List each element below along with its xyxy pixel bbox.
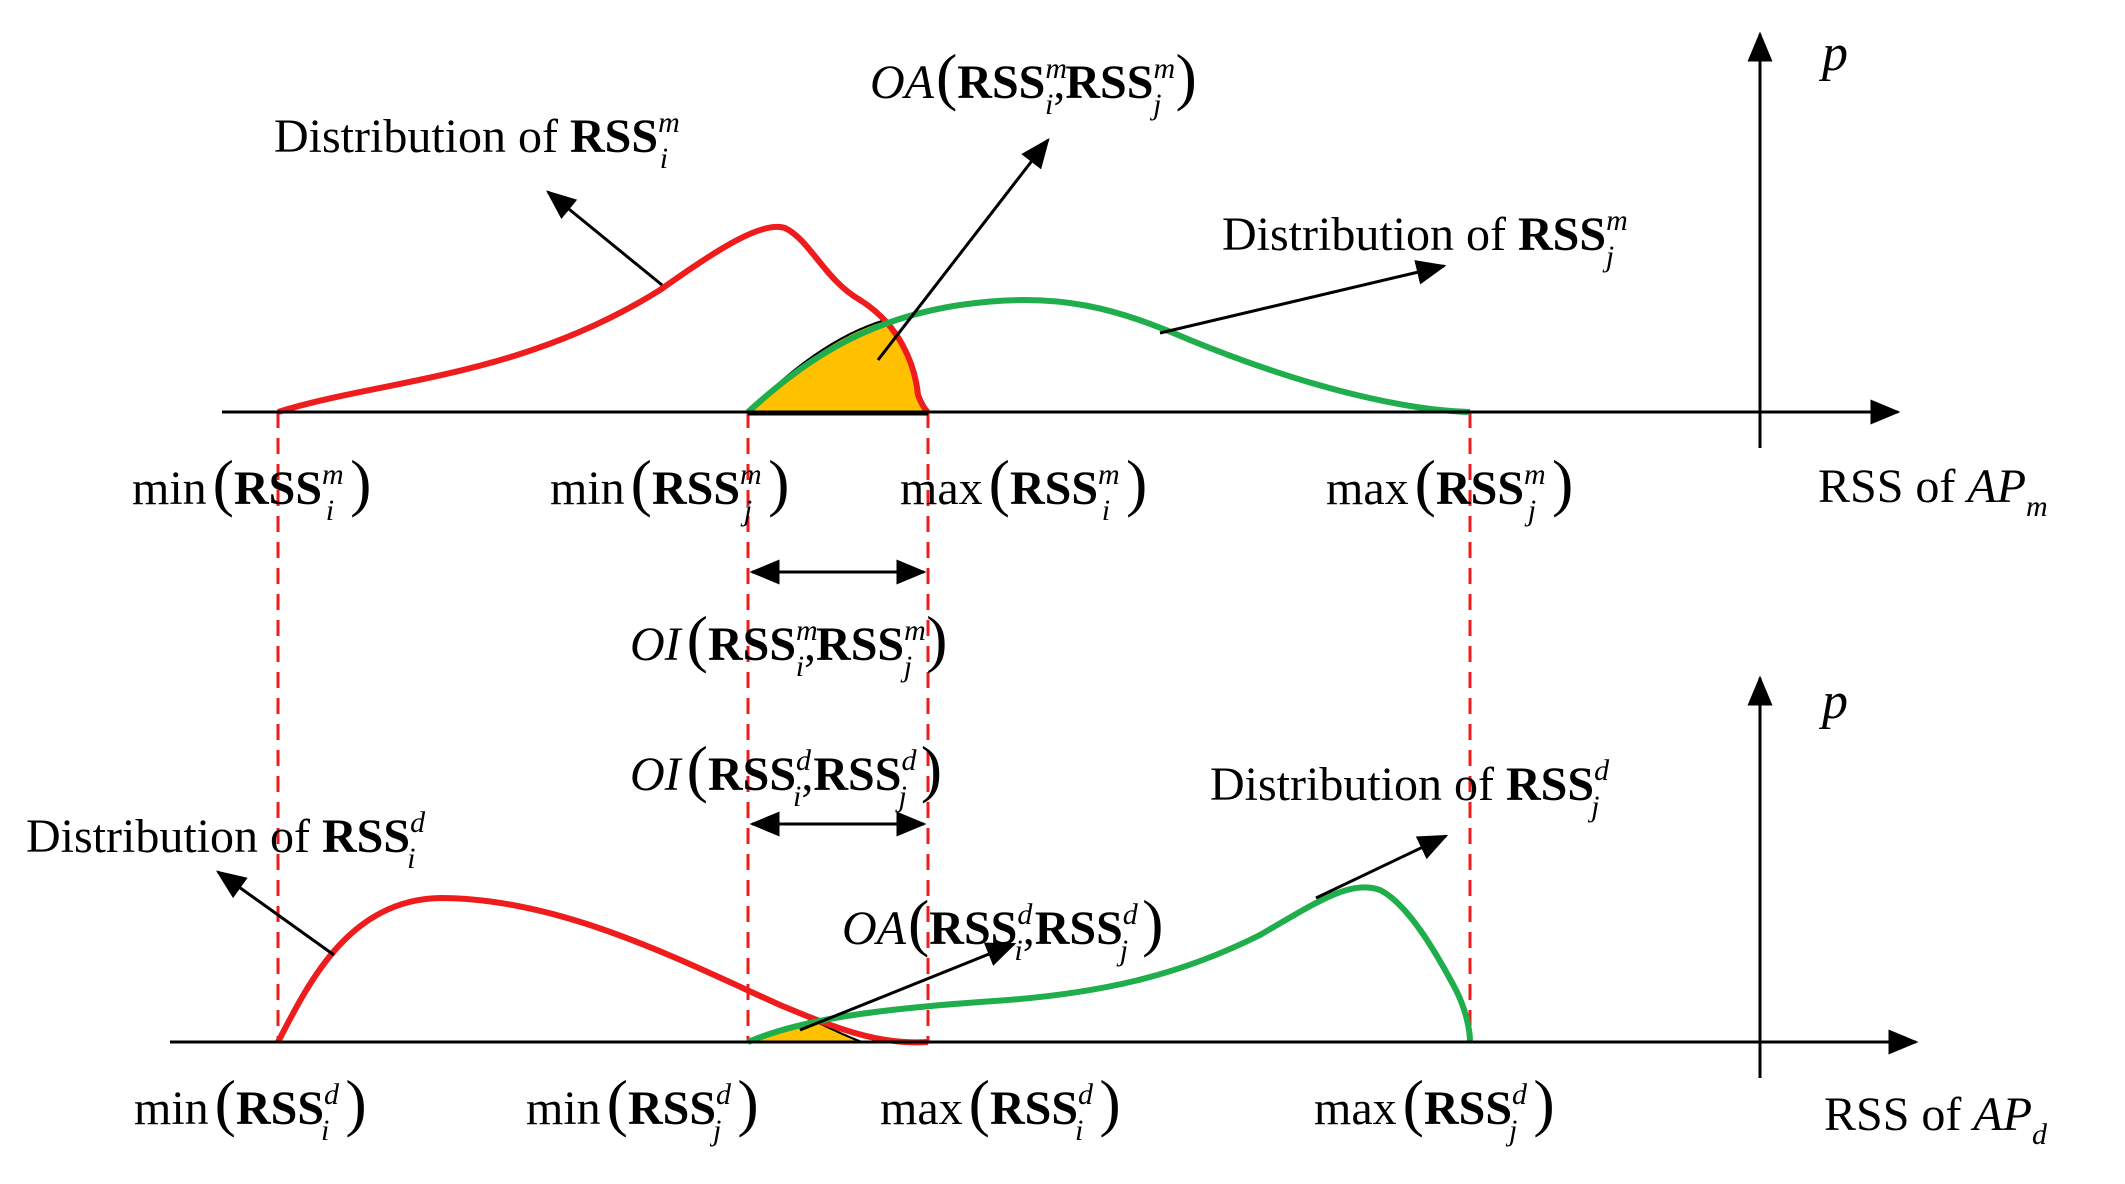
top-dist-i-arrow (546, 190, 663, 287)
bottom-dist-j-arrow (1315, 834, 1449, 900)
bottom-oa-arrow (799, 942, 1017, 1032)
bottom-red-curve (275, 894, 929, 1046)
dashed-guides (276, 412, 1472, 1042)
bottom-axis-label: RSS of APd (1824, 1088, 2048, 1151)
bottom-green-curve (746, 884, 1473, 1045)
top-p-label: p (1818, 25, 1848, 82)
bottom-p-label: p (1818, 673, 1848, 730)
top-green-curve (745, 296, 1471, 415)
top-oa-arrow (876, 138, 1050, 361)
top-plot (222, 31, 1901, 585)
top-dist-j-arrow (1159, 260, 1447, 335)
bottom-dist-i-arrow (215, 870, 335, 957)
top-overlap-area (745, 318, 932, 413)
bottom-plot (170, 675, 1919, 1078)
top-axis-label: RSS of APm (1818, 460, 2048, 523)
top-red-curve (277, 223, 930, 415)
